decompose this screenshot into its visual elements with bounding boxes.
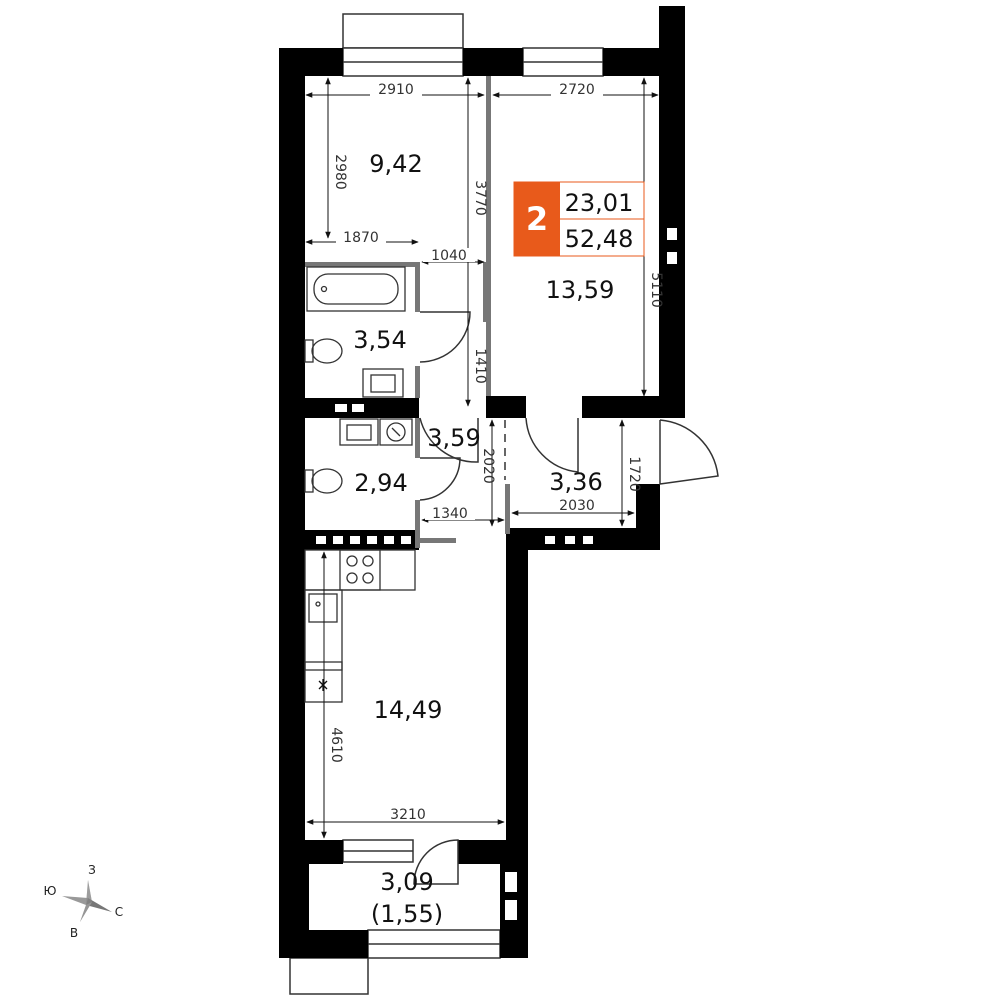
- area-kitchen: 14,49: [374, 696, 443, 724]
- dim-2030: 2030: [559, 498, 595, 514]
- door-toilet: [419, 457, 461, 501]
- dim-4610: 4610: [328, 727, 344, 763]
- dimension-label-bg: [336, 81, 603, 821]
- area-bathroom: 3,54: [353, 326, 406, 354]
- area-living-room: 13,59: [546, 276, 615, 304]
- compass-south: Ю: [44, 884, 57, 898]
- dim-1720: 1720: [626, 456, 642, 492]
- area-corridor: 3,59: [427, 424, 480, 452]
- badge-rooms-box: [514, 182, 560, 256]
- toilet-icon: [304, 338, 343, 364]
- compass-east: В: [70, 926, 78, 940]
- compass-west: З: [88, 863, 96, 877]
- compass-icon: З Ю С В: [44, 863, 124, 940]
- kitchen-counter: [304, 549, 416, 703]
- area-bedroom: 9,42: [369, 150, 422, 178]
- dim-2720: 2720: [559, 82, 595, 98]
- dim-3770: 3770: [472, 180, 488, 216]
- wall-vents: [316, 228, 677, 920]
- dim-1040: 1040: [431, 248, 467, 264]
- dim-2910: 2910: [378, 82, 414, 98]
- toilet-wc-icon: [304, 468, 343, 494]
- door-living: [525, 417, 579, 473]
- doors: [413, 311, 719, 885]
- window-bedroom-top: [342, 13, 464, 49]
- door-corridor: [419, 417, 479, 463]
- dim-1340: 1340: [432, 506, 468, 522]
- fridge-icon: [318, 679, 328, 691]
- partitions: [305, 76, 510, 548]
- sink-wc-icon: [339, 418, 379, 446]
- area-toilet: 2,94: [354, 469, 407, 497]
- dim-5110: 5110: [648, 272, 664, 308]
- badge-rooms-count: 2: [526, 200, 548, 238]
- dim-3210: 3210: [390, 807, 426, 823]
- area-hall: 3,36: [549, 468, 602, 496]
- badge-total-area: 52,48: [565, 225, 634, 253]
- area-balcony-reduced: (1,55): [371, 900, 443, 928]
- dimension-texts: 2910 2720 1870 1040 2030 1340 3210 2980 …: [328, 82, 664, 823]
- dim-2020: 2020: [480, 448, 496, 484]
- bathtub-icon: [306, 266, 406, 312]
- windows: [289, 13, 604, 995]
- dim-1870: 1870: [343, 230, 379, 246]
- washing-machine-icon: [379, 418, 413, 446]
- door-entrance: [659, 419, 719, 485]
- door-balcony: [413, 839, 459, 885]
- door-bathroom: [419, 311, 471, 363]
- area-balcony: 3,09: [380, 868, 433, 896]
- room-labels: 9,42 13,59 3,54 3,59 2,94 3,36 14,49 3,0…: [353, 150, 614, 928]
- apartment-badge: 2 23,01 52,48: [513, 181, 645, 257]
- window-balcony-outer: [289, 957, 369, 995]
- dim-2980: 2980: [332, 154, 348, 190]
- sink-icon: [362, 368, 404, 398]
- compass-north: С: [115, 905, 123, 919]
- dim-1410: 1410: [472, 348, 488, 384]
- badge-living-area: 23,01: [565, 189, 634, 217]
- walls: [279, 6, 685, 958]
